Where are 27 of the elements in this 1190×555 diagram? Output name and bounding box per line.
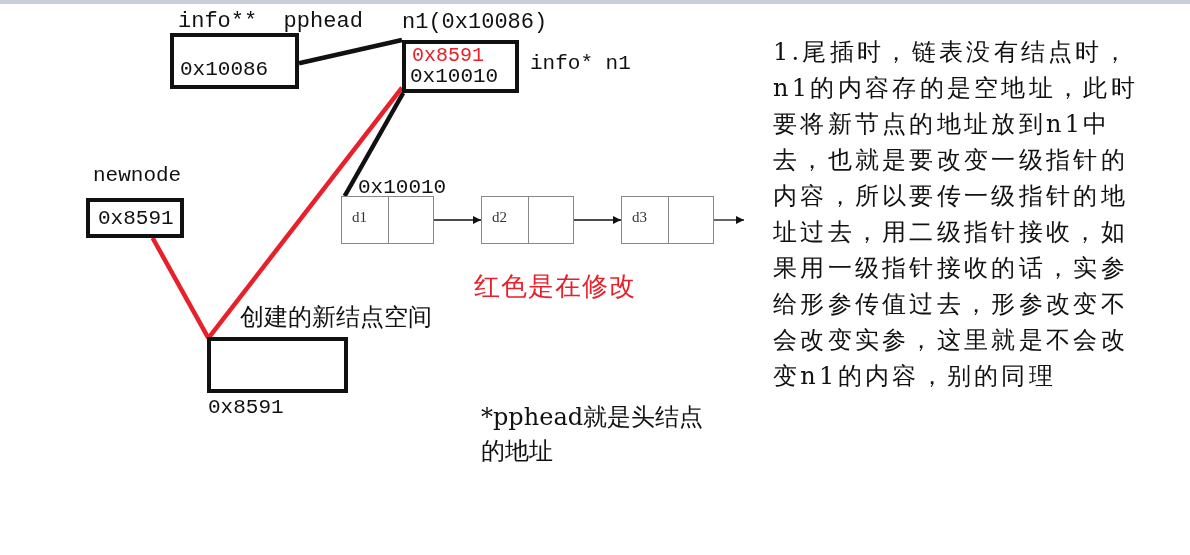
note-text: 红色是在修改	[474, 270, 637, 302]
variable-label: newnode	[93, 164, 182, 188]
list-node	[621, 196, 714, 244]
arrow	[713, 216, 745, 224]
explanation-paragraph: 1.尾插时，链表没有结点时，n1的内容存的是空地址，此时要将新节点的地址放到n1中去，也就是要改变一级指针的内容，所以要传一级指针的地址过去，用二级指针接收，如果用一级指针接收的话，实参给形参传值过去，形参改变不会改变实参，这里就是不会改变n1的内容，别的同理	[773, 37, 1139, 392]
list-node	[341, 196, 434, 244]
variable-label: info** pphead	[178, 10, 363, 35]
address-text: 0x10086	[180, 59, 269, 80]
variable-label: info* n1	[530, 52, 631, 76]
address-text: 0x10010	[410, 66, 499, 87]
node-label: d3	[632, 210, 647, 225]
pointer-box	[170, 33, 299, 89]
list-node	[481, 196, 574, 244]
address-text: 0x8591	[208, 396, 284, 420]
address-text: 0x8591	[98, 208, 174, 229]
address-text: 0x10010	[358, 176, 447, 200]
node-label: d1	[352, 210, 367, 225]
variable-label: n1(0x10086)	[402, 11, 548, 36]
note-text: *pphead就是头结点的地址	[481, 402, 705, 467]
address-text: 0x8591	[412, 46, 484, 66]
arrow	[573, 216, 622, 224]
node-label: d2	[492, 210, 507, 225]
memory-block	[207, 337, 348, 393]
caption-text: 创建的新结点空间	[240, 306, 432, 333]
arrow	[433, 216, 482, 224]
pointer-box	[86, 198, 184, 238]
pointer-box	[402, 40, 519, 93]
